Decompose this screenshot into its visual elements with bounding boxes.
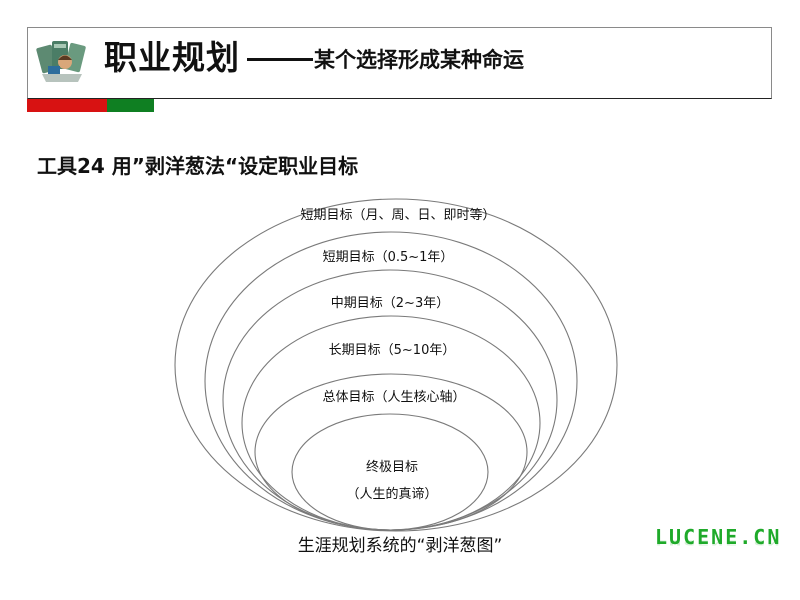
title-dash-separator [247, 58, 313, 61]
watermark-reflection: LUCENE.CN [655, 538, 782, 547]
career-illustration-icon [36, 41, 86, 82]
ring-6-core [291, 413, 489, 531]
layer-label-mid-term: 中期目标（2~3年） [330, 296, 450, 311]
layer-label-long-term: 长期目标（5~10年） [328, 343, 456, 358]
watermark-logo: LUCENE.CN [655, 525, 782, 549]
layer-label-immediate: 短期目标（月、周、日、即时等） [300, 208, 496, 223]
layer-sublabel-ultimate: （人生的真谛） [346, 487, 438, 502]
page-subtitle: 某个选择形成某种命运 [314, 48, 524, 72]
accent-bar-red [27, 99, 107, 112]
layer-label-overall: 总体目标（人生核心轴） [322, 390, 466, 405]
accent-bar-green [107, 99, 154, 112]
section-title: 工具24 用”剥洋葱法“设定职业目标 [37, 154, 359, 178]
ring-2 [204, 231, 578, 531]
ring-1 [174, 198, 618, 532]
page-title: 职业规划 [104, 38, 240, 77]
layer-label-ultimate: 终极目标 [365, 460, 419, 475]
header-box [27, 27, 772, 99]
layer-label-short-term: 短期目标（0.5~1年） [322, 250, 454, 265]
diagram-caption: 生涯规划系统的“剥洋葱图” [297, 536, 503, 556]
